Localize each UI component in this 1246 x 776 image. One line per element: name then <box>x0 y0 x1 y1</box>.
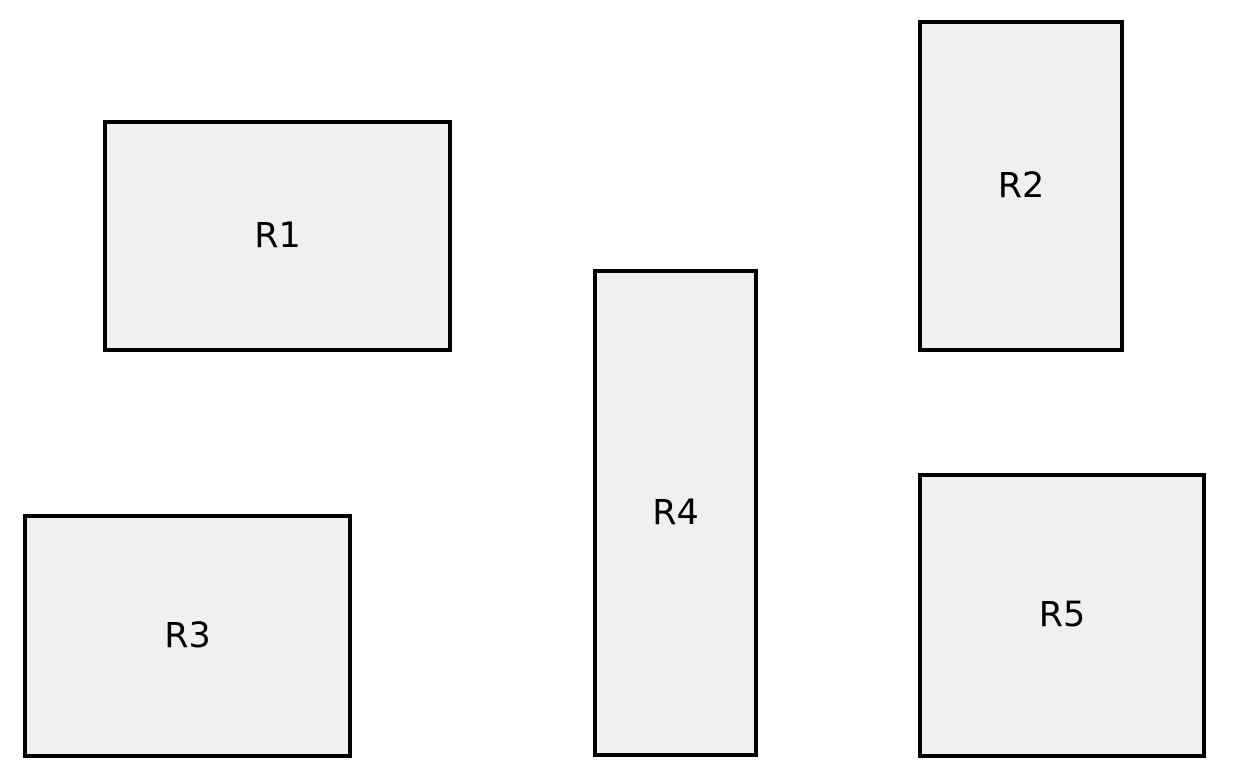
rectangle-r1-label: R1 <box>254 215 301 256</box>
rectangle-r1[interactable]: R1 <box>103 120 452 352</box>
rectangle-r3[interactable]: R3 <box>23 514 352 758</box>
rectangle-r4[interactable]: R4 <box>593 269 758 757</box>
rectangle-r5-label: R5 <box>1038 595 1086 635</box>
rectangle-r4-label: R4 <box>652 492 699 533</box>
rectangle-r2-label: R2 <box>997 165 1045 206</box>
rectangle-r2[interactable]: R2 <box>918 20 1124 352</box>
rectangle-r5[interactable]: R5 <box>918 473 1206 758</box>
rectangle-r3-label: R3 <box>164 615 211 656</box>
